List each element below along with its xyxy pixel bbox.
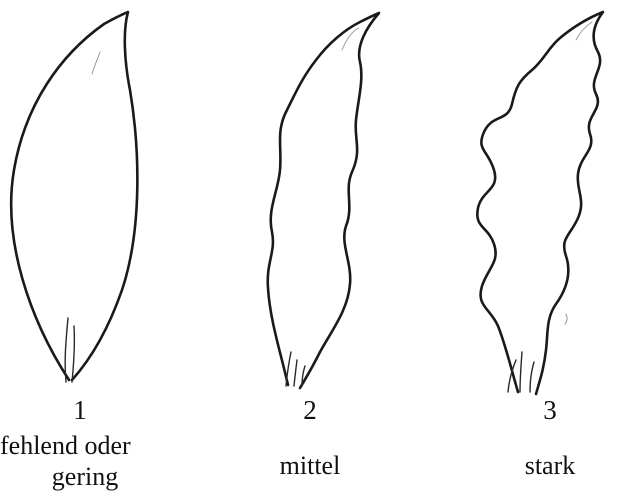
leaf-1-stem-left (65, 318, 68, 382)
leaf-2-outline (268, 13, 379, 388)
leaf-2-stem-b (294, 360, 297, 386)
leaf-2-stem-a (286, 352, 291, 386)
leaf-1-caption-line1: fehlend oder (0, 431, 160, 460)
leaf-1-smooth (11, 12, 137, 382)
leaf-3-speck (565, 314, 567, 324)
leaf-3-caption: stark (500, 451, 600, 480)
leaf-2-number: 2 (290, 395, 330, 425)
leaf-2-caption: mittel (255, 451, 365, 480)
leaf-3-stem-b (520, 352, 522, 392)
leaf-1-stem-right (72, 326, 74, 382)
leaf-3-stem-c (530, 362, 534, 392)
leaf-1-outline (11, 12, 137, 380)
leaf-3-strong (477, 12, 603, 394)
leaf-3-outline (477, 12, 603, 394)
leaf-1-tip-mark (92, 52, 100, 74)
leaf-2-medium (268, 13, 379, 388)
leaf-3-number: 3 (530, 395, 570, 425)
leaf-1-number: 1 (60, 395, 100, 425)
leaf-1-caption-line2: gering (30, 462, 140, 491)
